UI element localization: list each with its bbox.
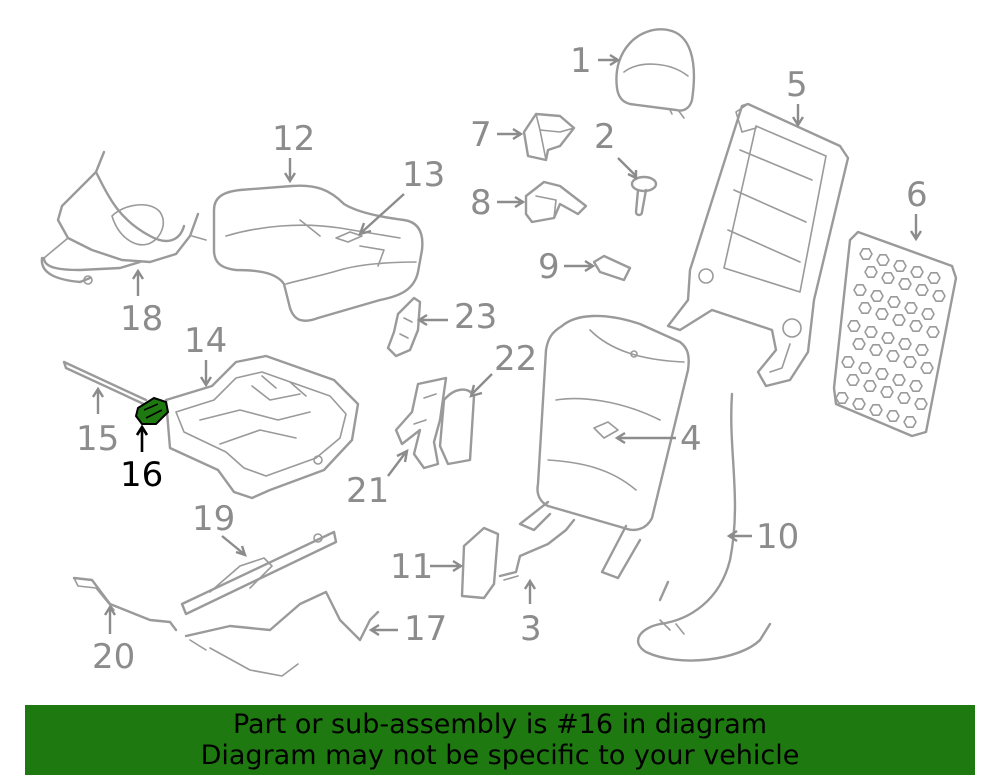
callout-16: 16 xyxy=(120,455,163,495)
part-17-harness xyxy=(184,590,380,677)
mesh-cell xyxy=(926,326,940,338)
part-12-seat-cushion xyxy=(212,184,424,322)
part-6-mesh-panel xyxy=(832,230,958,438)
callout-18: 18 xyxy=(120,299,163,339)
callout-21: 21 xyxy=(346,471,389,511)
part-23-bracket xyxy=(386,296,422,358)
callout-10: 10 xyxy=(756,517,799,557)
part-3-link xyxy=(498,518,576,581)
mesh-cell xyxy=(898,338,912,350)
part-16-highlighted xyxy=(134,396,170,425)
mesh-cell xyxy=(892,374,906,386)
mesh-cell xyxy=(875,308,889,320)
mesh-cell xyxy=(886,350,900,362)
mesh-cell xyxy=(897,392,911,404)
mesh-cell xyxy=(846,374,860,386)
mesh-cell xyxy=(847,320,861,332)
callout-6: 6 xyxy=(906,175,928,215)
callout-9: 9 xyxy=(538,247,560,287)
callout-1: 1 xyxy=(570,41,592,81)
part-7-cover xyxy=(522,112,576,162)
callout-20: 20 xyxy=(92,637,135,677)
callout-13: 13 xyxy=(402,155,445,195)
mesh-cell xyxy=(881,332,895,344)
part-5-seatback-frame xyxy=(666,102,850,388)
mesh-cell xyxy=(887,296,901,308)
part-15-rod xyxy=(62,360,150,408)
callout-14: 14 xyxy=(184,321,227,361)
mesh-cell xyxy=(914,398,928,410)
part-8-bracket xyxy=(524,180,588,224)
part-4-seatback xyxy=(518,314,690,580)
callout-5: 5 xyxy=(786,65,808,105)
mesh-cell xyxy=(841,356,855,368)
callout-22: 22 xyxy=(494,339,537,379)
part-11-cover xyxy=(460,526,500,600)
mesh-cell xyxy=(869,404,883,416)
mesh-cell xyxy=(875,368,889,380)
mesh-cell xyxy=(864,266,878,278)
mesh-cell xyxy=(910,266,924,278)
mesh-cell xyxy=(858,362,872,374)
mesh-cell xyxy=(881,272,895,284)
callout-4: 4 xyxy=(680,419,702,459)
callout-3: 3 xyxy=(520,609,542,649)
callout-19: 19 xyxy=(192,499,235,539)
mesh-cell xyxy=(853,284,867,296)
banner-line-2: Diagram may not be specific to your vehi… xyxy=(200,740,800,771)
mesh-cell xyxy=(927,272,941,284)
mesh-cell xyxy=(932,290,946,302)
callout-11: 11 xyxy=(390,547,433,587)
callout-7: 7 xyxy=(470,115,492,155)
mesh-cell xyxy=(852,398,866,410)
mesh-cell xyxy=(909,380,923,392)
mesh-cell xyxy=(915,284,929,296)
info-banner: Part or sub-assembly is #16 in diagram D… xyxy=(25,705,975,775)
mesh-cell xyxy=(921,308,935,320)
callout-17: 17 xyxy=(404,609,447,649)
part-9-clip xyxy=(592,254,632,282)
part-2-bolt xyxy=(630,175,658,217)
mesh-cell xyxy=(892,314,906,326)
part-21-trim xyxy=(394,376,448,470)
mesh-cell xyxy=(858,302,872,314)
mesh-cell xyxy=(835,392,849,404)
callout-15: 15 xyxy=(76,419,119,459)
mesh-cell xyxy=(903,356,917,368)
part-22-cover xyxy=(438,388,476,466)
mesh-cell xyxy=(898,278,912,290)
mesh-cell xyxy=(864,326,878,338)
mesh-cell xyxy=(909,320,923,332)
mesh-cell xyxy=(886,410,900,422)
callout-23: 23 xyxy=(454,297,497,337)
callout-2: 2 xyxy=(594,117,616,157)
callout-12: 12 xyxy=(272,119,315,159)
mesh-cell xyxy=(859,248,873,260)
mesh-cell xyxy=(893,260,907,272)
mesh-cell xyxy=(870,290,884,302)
mesh-cell xyxy=(915,344,929,356)
callout-8: 8 xyxy=(470,183,492,223)
banner-line-1: Part or sub-assembly is #16 in diagram xyxy=(232,709,768,740)
part-19-seat-rail xyxy=(180,530,338,616)
mesh-cell xyxy=(876,254,890,266)
mesh-cell xyxy=(869,344,883,356)
mesh-cell xyxy=(920,362,934,374)
part-14-seat-frame xyxy=(164,354,360,500)
mesh-cell xyxy=(880,386,894,398)
part-20-wire xyxy=(72,576,178,632)
part-1-headrest xyxy=(615,28,696,119)
mesh-cell xyxy=(903,416,917,428)
mesh-cell xyxy=(904,302,918,314)
mesh-cell xyxy=(863,380,877,392)
part-10-cable xyxy=(636,392,772,662)
mesh-cell xyxy=(852,338,866,350)
seat-parts-diagram: 1 2 7 8 9 5 6 xyxy=(40,28,958,677)
part-18-wire-frame xyxy=(40,150,207,285)
